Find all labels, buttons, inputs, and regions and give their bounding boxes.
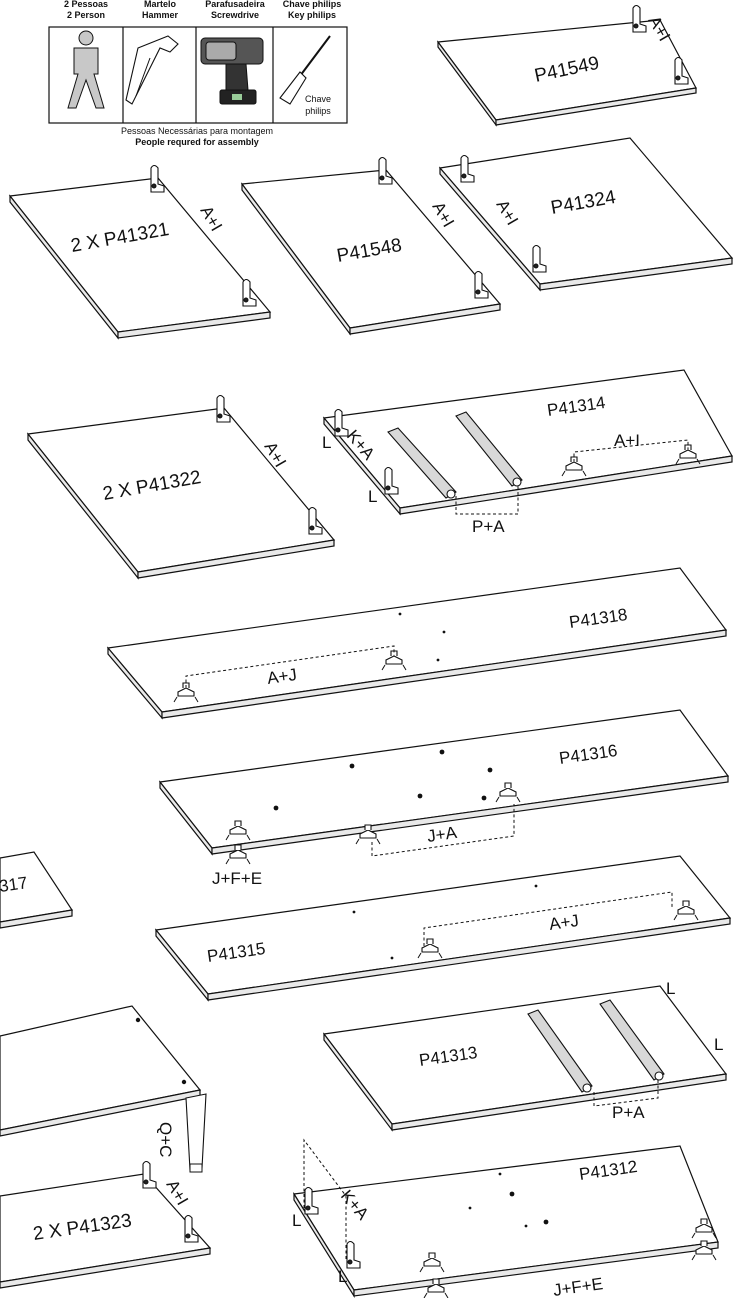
key-label-en: Key philips (288, 10, 336, 20)
panel-p41318-fitting: A+J (266, 665, 298, 688)
base-panel: Q+C (0, 1005, 207, 1173)
panel-p41548: P41548 A+I (240, 156, 502, 336)
panel-p41312-fitting-bottom: J+F+E (552, 1274, 604, 1298)
key-label-pt: Chave philips (283, 0, 342, 9)
panel-p41312-corner-l1: L (292, 1211, 301, 1230)
person-label-pt: 2 Pessoas (64, 0, 108, 9)
panel-p41314-corner-l2: L (368, 487, 377, 506)
drill-label-pt: Parafusadeira (205, 0, 266, 9)
hammer-label-pt: Martelo (144, 0, 177, 9)
panel-p41313: P41313 P+A L L (322, 979, 728, 1132)
key-caption-2: philips (305, 106, 331, 116)
drill-label-en: Screwdrive (211, 10, 259, 20)
people-note-pt: Pessoas Necessárias para montagem (121, 126, 273, 136)
panel-p41321: 2 X P41321 A+I (8, 164, 272, 340)
hammer-icon (125, 35, 179, 105)
panel-p41322: 2 X P41322 A+I (26, 394, 336, 580)
panel-p41314-fitting-right: A+I (614, 431, 640, 450)
panel-p41313-fitting-rails: P+A (612, 1103, 645, 1122)
panel-p41314-fitting-rails: P+A (472, 517, 505, 536)
panel-p41315-fitting: A+J (548, 911, 580, 934)
panel-p41315: P41315 A+J (154, 855, 732, 1002)
panel-p41316: P41316 J+A J+F+E (158, 709, 730, 888)
panel-p41312: P41312 K+A J+F+E L L (292, 1138, 719, 1300)
panel-p41317-code: 317 (0, 873, 29, 896)
panel-p41318: P41318 A+J (106, 567, 728, 720)
panel-p41323: 2 X P41323 A+I (0, 1160, 212, 1289)
people-note-en: People requred for assembly (135, 137, 259, 147)
tools-panel: 2 Pessoas 2 Person Martelo Hammer Parafu… (48, 0, 348, 147)
panel-p41312-corner-l2: L (338, 1267, 347, 1286)
panel-p41549: P41549 A+I (436, 4, 697, 127)
panel-p41316-fitting-bottom: J+F+E (212, 869, 262, 888)
panel-p41317-partial: 317 (0, 851, 74, 929)
panel-p41313-corner-l2: L (714, 1035, 723, 1054)
person-icon (67, 30, 105, 109)
panel-p41314-corner-l1: L (322, 433, 331, 452)
person-label-en: 2 Person (67, 10, 105, 20)
panel-p41324: P41324 A+I (438, 137, 734, 292)
hammer-label-en: Hammer (142, 10, 179, 20)
panel-p41314: P41314 K+A A+I P+A L L (322, 369, 733, 536)
base-fitting: Q+C (156, 1122, 175, 1157)
panel-p41316-fitting: J+A (426, 823, 459, 846)
panel-p41313-corner-l1: L (666, 979, 675, 998)
key-caption-1: Chave (305, 94, 331, 104)
drill-icon (200, 37, 264, 105)
screwdriver-icon: Chave philips (279, 35, 331, 116)
